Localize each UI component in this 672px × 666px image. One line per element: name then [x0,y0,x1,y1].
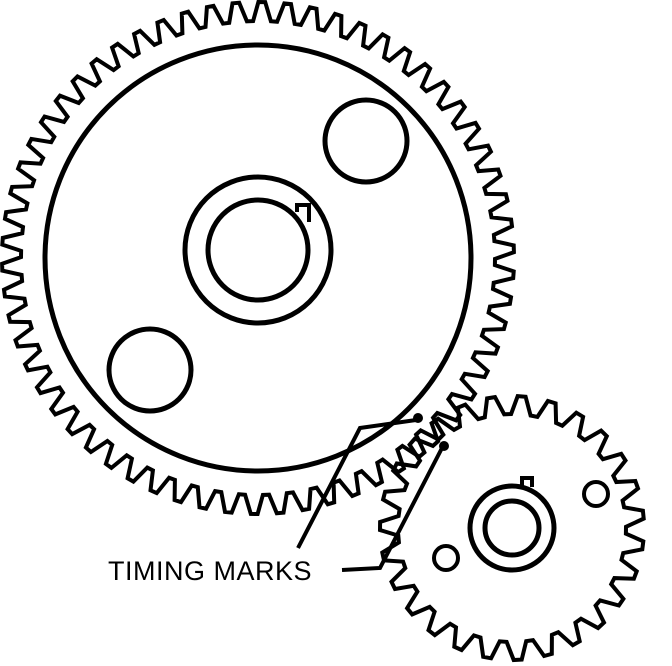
callout-leaders [296,418,444,572]
small-gear-bore [482,498,542,558]
small-gear [377,393,646,663]
large-gear-bolt-hole-lower [106,326,194,414]
small-gear-bolt-hole-right [582,480,610,508]
large-gear-teeth [0,0,516,517]
small-gear-bolt-hole-left [432,544,460,572]
small-gear-teeth [377,393,646,663]
large-gear-inner-rim [42,42,474,474]
large-gear-keyway [295,203,311,222]
large-gear [0,0,516,517]
small-gear-keyway [520,476,534,487]
large-gear-hub-outer [182,174,334,326]
leader-line-small-gear [341,447,444,572]
small-gear-hub-outer [467,483,557,573]
large-gear-bore [205,197,311,303]
leader-line-large-gear [296,418,417,549]
timing-marks-label: TIMING MARKS [108,556,312,586]
large-gear-bolt-hole-upper [322,97,410,185]
